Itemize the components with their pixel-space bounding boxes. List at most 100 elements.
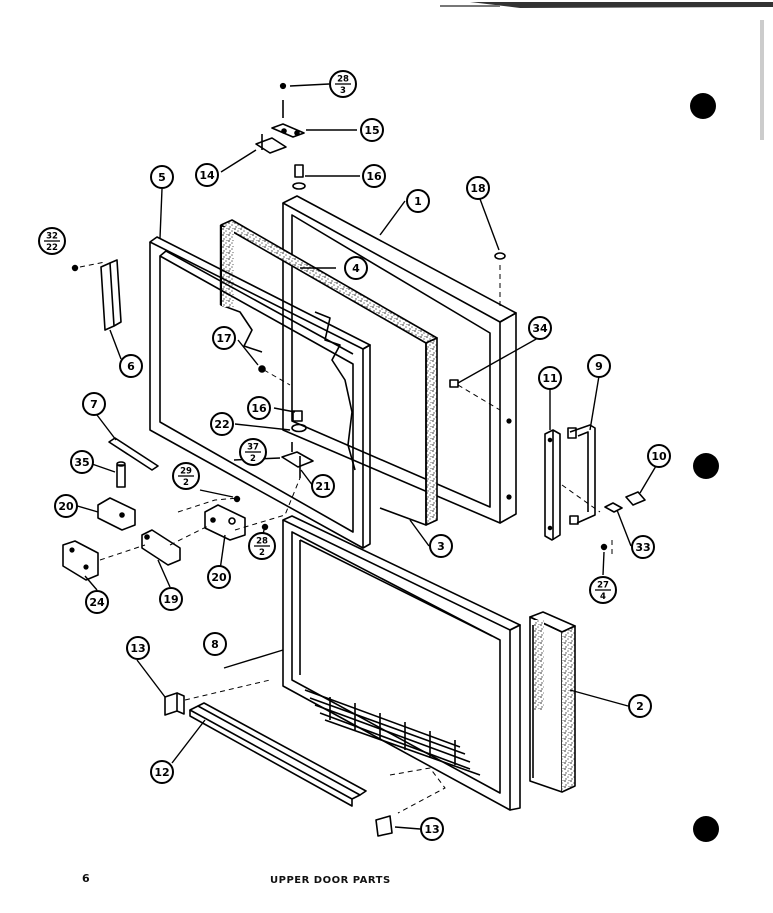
part-6-side-strip [100, 259, 122, 331]
callout-24: 24 [85, 590, 109, 614]
right-edge-artifact [760, 20, 764, 140]
callout-16: 16 [247, 396, 271, 420]
callout-label: 33 [635, 541, 650, 554]
callout-label: 13 [130, 642, 145, 655]
callout-label: 17 [216, 332, 231, 345]
callout-circle [628, 694, 652, 718]
fraction-callout-28-2: 282 [248, 532, 276, 560]
callout-label: 7 [90, 398, 98, 411]
part-33-clip [604, 502, 623, 513]
scan-artifacts [440, 2, 773, 842]
fraction-numerator: 27 [597, 581, 609, 591]
callout-14: 14 [195, 163, 219, 187]
callout-circle [538, 366, 562, 390]
callout-17: 17 [212, 326, 236, 350]
callout-label: 6 [127, 360, 135, 373]
part-5-inner-frame [149, 236, 371, 549]
callout-circle [126, 636, 150, 660]
fraction-numerator: 32 [46, 232, 58, 242]
callout-9: 9 [587, 354, 611, 378]
fraction-denominator: 22 [46, 243, 58, 253]
callout-35: 35 [70, 450, 94, 474]
callout-circle [647, 444, 671, 468]
callout-circle [210, 412, 234, 436]
callout-2: 2 [628, 694, 652, 718]
part-1-outer-frame [282, 195, 517, 524]
part-35-pin [116, 461, 126, 488]
fraction-callout-37-2: 372 [239, 438, 267, 466]
callout-circle [119, 354, 143, 378]
callout-circle [429, 534, 453, 558]
fraction-denominator: 2 [259, 548, 265, 558]
part-19-link [141, 529, 181, 566]
fraction-numerator: 28 [337, 75, 349, 85]
callout-20: 20 [54, 494, 78, 518]
callout-label: 15 [364, 124, 379, 137]
part-13-bracket-upper [164, 692, 185, 716]
screws [71, 264, 608, 551]
callout-circle [207, 565, 231, 589]
callout-6: 6 [119, 354, 143, 378]
callout-5: 5 [150, 165, 174, 189]
callout-label: 21 [315, 480, 330, 493]
callout-label: 10 [651, 450, 667, 463]
callout-circle [406, 189, 430, 213]
part-13-bracket-lower [375, 815, 393, 837]
fraction-denominator: 2 [183, 478, 189, 488]
callout-12: 12 [150, 760, 174, 784]
callout-circle [150, 760, 174, 784]
callout-18: 18 [466, 176, 490, 200]
fraction-callout-27-4: 274 [589, 576, 617, 604]
callout-label: 16 [366, 170, 382, 183]
part-20-hinge-right [204, 504, 246, 541]
callout-circle [311, 474, 335, 498]
callout-circle [631, 535, 655, 559]
part-12-bottom-rail [189, 702, 367, 807]
part-8-bin [282, 515, 521, 811]
callout-circle [587, 354, 611, 378]
page-number: 6 [82, 872, 90, 885]
callout-4: 4 [344, 256, 368, 280]
callout-layer: 1234567891011121313141516161718192020212… [54, 118, 671, 841]
part-16-upper-bushing [292, 164, 306, 190]
part-4-liner-panel [219, 219, 438, 526]
fraction-callout-29-2: 292 [172, 462, 200, 490]
fraction-numerator: 37 [247, 443, 259, 453]
callout-circle [247, 396, 271, 420]
callout-1: 1 [406, 189, 430, 213]
callout-13: 13 [126, 636, 150, 660]
callout-8: 8 [203, 632, 227, 656]
callout-11: 11 [538, 366, 562, 390]
callout-circle [466, 176, 490, 200]
part-7-rod [108, 437, 159, 471]
top-edge-artifact [470, 2, 773, 8]
fraction-numerator: 28 [256, 537, 268, 547]
part-14-15-hinge [255, 82, 305, 154]
leader-lines [73, 83, 657, 830]
callout-22: 22 [210, 412, 234, 436]
callout-16: 16 [362, 164, 386, 188]
callout-label: 16 [251, 402, 267, 415]
binder-hole-middle [693, 453, 719, 479]
callout-label: 20 [211, 571, 227, 584]
callout-10: 10 [647, 444, 671, 468]
part-10-pad [625, 491, 646, 506]
callout-circle [203, 632, 227, 656]
callout-label: 11 [542, 372, 557, 385]
fraction-numerator: 29 [180, 467, 192, 477]
binder-hole-top [690, 93, 716, 119]
callout-label: 3 [437, 540, 445, 553]
callout-circle [159, 587, 183, 611]
callout-13: 13 [420, 817, 444, 841]
callout-34: 34 [528, 316, 552, 340]
part-lower-hinge-cluster [258, 365, 314, 478]
part-34-bracket [449, 379, 459, 388]
callout-circle [212, 326, 236, 350]
callout-label: 34 [532, 322, 548, 335]
part-9-handle-rod [567, 424, 596, 525]
callout-label: 1 [414, 195, 422, 208]
part-24-plate [62, 540, 99, 581]
